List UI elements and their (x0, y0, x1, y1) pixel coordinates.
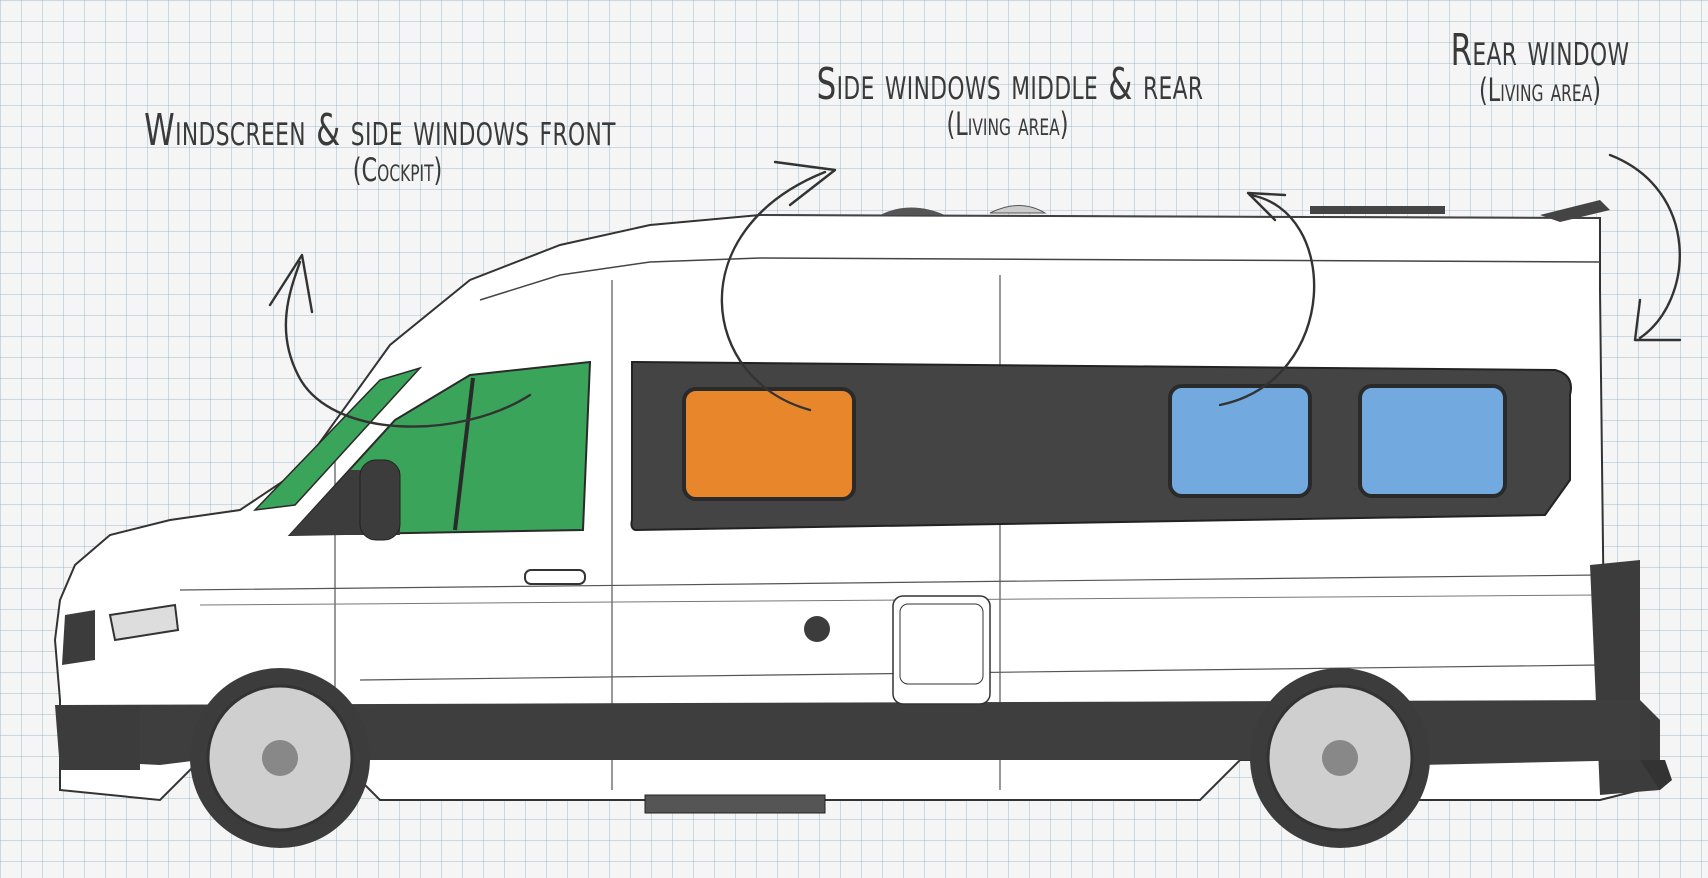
front-wheel (190, 668, 370, 848)
label-side-sub: (Living area) (946, 105, 1069, 144)
roof-rear-spoiler (1540, 200, 1610, 222)
side-window-middle[interactable] (682, 387, 856, 501)
arrow-side-rear-head (1246, 191, 1287, 222)
windscreen[interactable] (252, 366, 423, 512)
arrow-side-rear (1218, 193, 1316, 407)
service-hatch (892, 595, 991, 705)
tow-hitch (1640, 760, 1672, 790)
arrow-cockpit (284, 260, 532, 428)
label-cockpit-title: Windscreen & side windows front (144, 105, 616, 156)
label-rear-sub: (Living area) (1479, 71, 1601, 110)
side-window-band[interactable] (630, 360, 1572, 532)
label-cockpit: Windscreen & side windows front (Cockpit… (40, 105, 720, 190)
rocker-panel (60, 700, 1640, 765)
arrow-rear (1608, 153, 1681, 340)
roof-vent-1 (880, 207, 945, 215)
arrow-rear-head (1633, 298, 1682, 342)
front-grille (62, 610, 95, 665)
door-handle[interactable] (524, 569, 586, 585)
side-mirror (359, 459, 401, 541)
arrow-side-middle-head (773, 160, 837, 207)
side-window-rear-2[interactable] (1358, 384, 1507, 498)
arrow-side-middle (720, 170, 827, 412)
label-side-windows: Side windows middle & rear (Living area) (700, 59, 1320, 144)
side-step (644, 794, 826, 814)
rear-wheel (1250, 668, 1430, 848)
headlight (108, 603, 180, 642)
label-side-title: Side windows middle & rear (816, 59, 1204, 110)
label-cockpit-sub: (Cockpit) (352, 151, 443, 190)
fuel-cap (804, 616, 830, 642)
arrow-cockpit-head (268, 253, 314, 314)
roof-solar (1310, 206, 1445, 214)
side-window-rear-1[interactable] (1168, 384, 1312, 498)
front-bumper (55, 705, 140, 770)
label-rear-window: Rear window (Living area) (1380, 25, 1700, 110)
roof-vent-2 (989, 205, 1047, 214)
label-rear-title: Rear window (1450, 25, 1630, 76)
